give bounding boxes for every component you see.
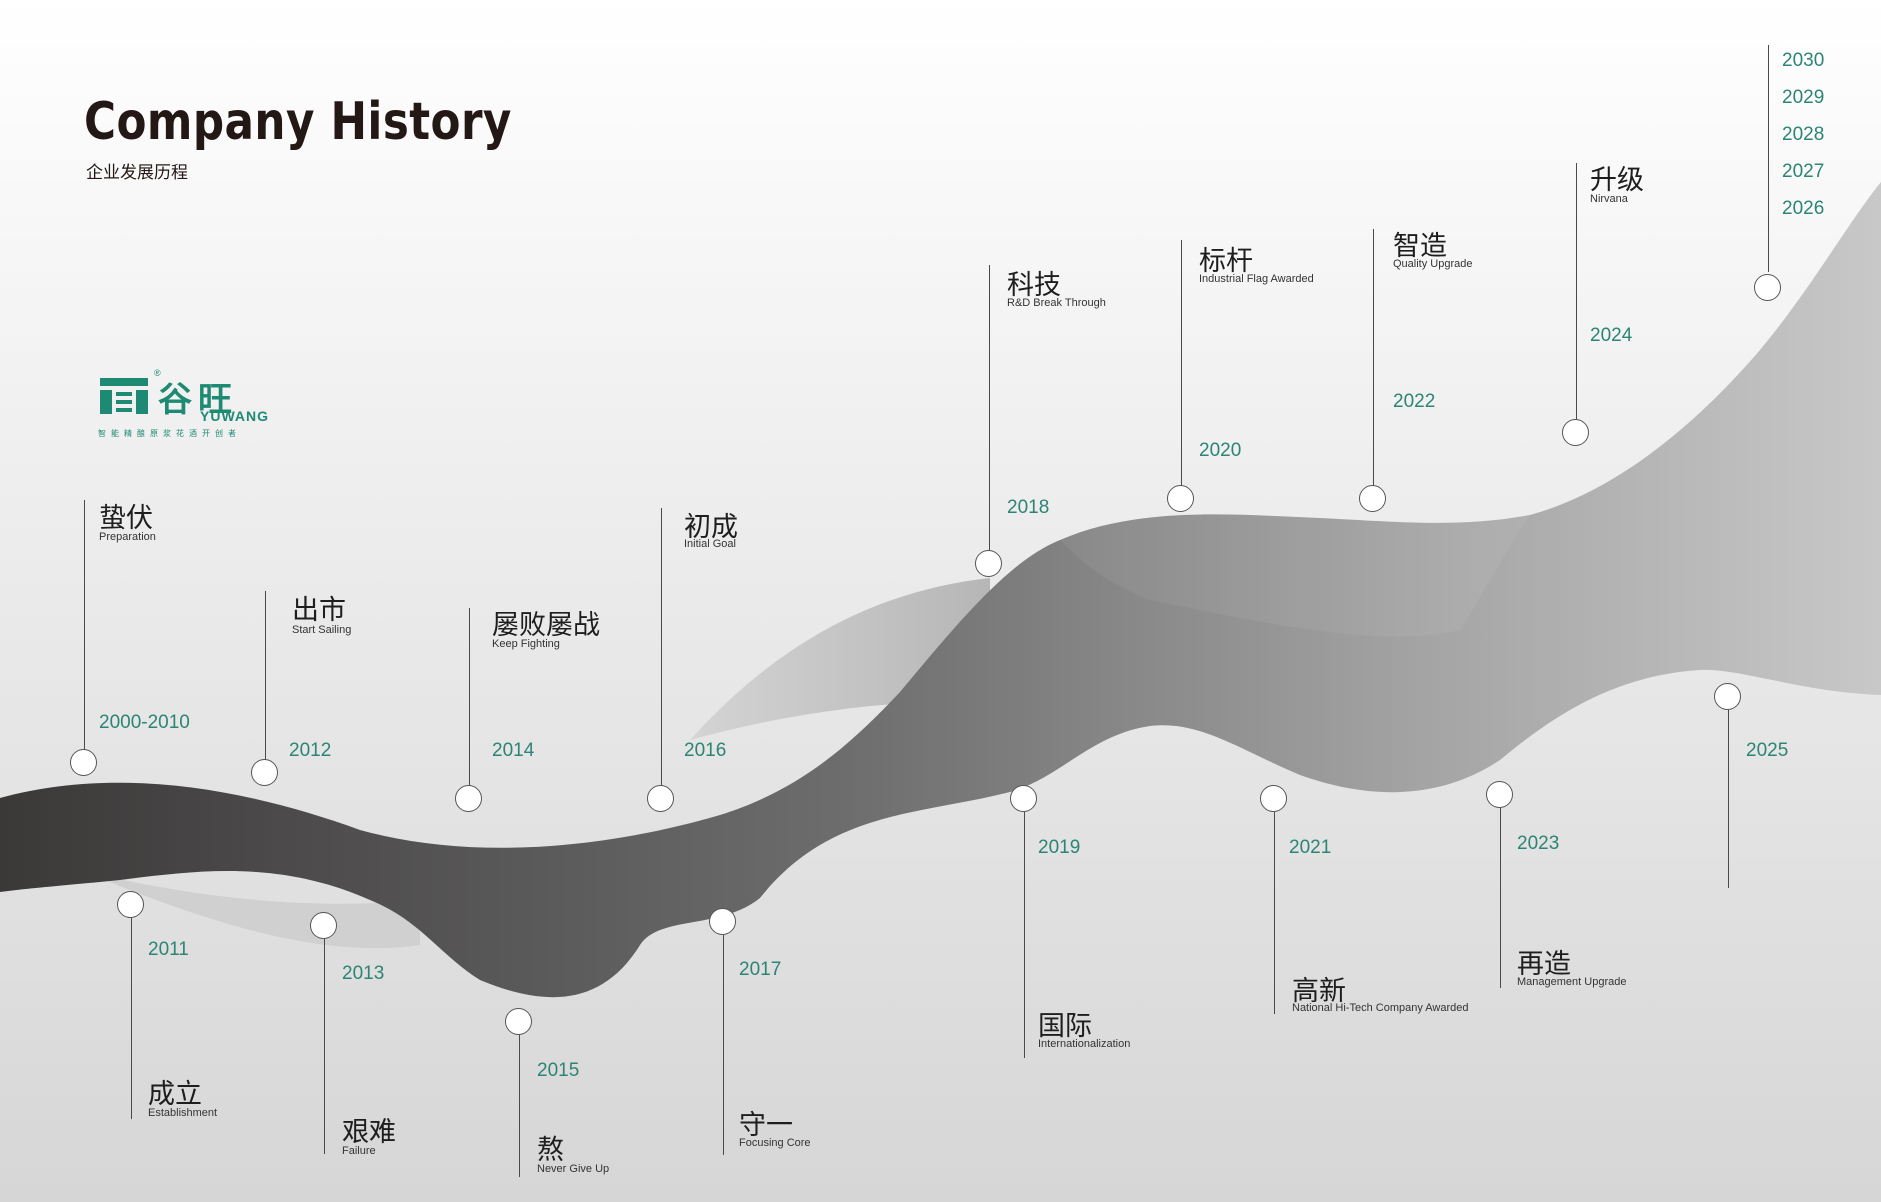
milestone-line — [84, 500, 85, 762]
milestone-line — [1373, 229, 1374, 498]
future-year-2027: 2027 — [1782, 161, 1825, 182]
milestone-title-en: Internationalization — [1038, 1038, 1131, 1050]
future-dot — [1754, 274, 1781, 301]
future-year-2029: 2029 — [1782, 87, 1825, 108]
logo-tagline: 智能精酿原浆花酒开创者 — [98, 429, 241, 438]
milestone-dot — [455, 785, 482, 812]
ribbon-highlight — [1060, 514, 1530, 637]
milestone-year: 2021 — [1289, 837, 1332, 858]
milestone-title-en: Keep Fighting — [492, 638, 560, 650]
milestone-line — [1274, 812, 1275, 1014]
milestone-title-cn: 艰难 — [342, 1117, 396, 1147]
milestone-title-en: Never Give Up — [537, 1163, 610, 1175]
milestone-title-cn: 出市 — [292, 595, 346, 625]
milestone-title-cn: 国际 — [1038, 1011, 1092, 1041]
future-year-2028: 2028 — [1782, 124, 1825, 145]
milestone-line — [1576, 163, 1577, 433]
milestone-dot — [1359, 485, 1386, 512]
milestone-title-cn: 智造 — [1393, 231, 1447, 261]
future-year-2030: 2030 — [1782, 50, 1825, 71]
milestone-dot — [1010, 785, 1037, 812]
milestone-line — [661, 508, 662, 799]
milestone-dot — [1260, 785, 1287, 812]
milestone-title-cn: 屡败屡战 — [492, 610, 600, 640]
milestone-title-cn: 高新 — [1292, 976, 1346, 1006]
milestone-year: 2016 — [684, 740, 727, 761]
milestone-year: 2000-2010 — [99, 712, 190, 733]
milestone-year: 2018 — [1007, 497, 1050, 518]
milestone-title-en: Focusing Core — [739, 1137, 811, 1149]
milestone-title-en: Failure — [342, 1145, 376, 1157]
logo-english-name: YUWANG — [200, 408, 269, 424]
milestone-year: 2022 — [1393, 391, 1436, 412]
logo-mark-icon — [100, 378, 148, 414]
milestone-title-en: Quality Upgrade — [1393, 258, 1473, 270]
milestone-year: 2020 — [1199, 440, 1242, 461]
milestone-line — [469, 608, 470, 799]
milestone-year: 2023 — [1517, 833, 1560, 854]
milestone-title-en: R&D Break Through — [1007, 297, 1106, 309]
milestone-dot — [1486, 781, 1513, 808]
milestone-year: 2025 — [1746, 740, 1789, 761]
milestone-year: 2015 — [537, 1060, 580, 1081]
milestone-year: 2012 — [289, 740, 332, 761]
milestone-line — [265, 591, 266, 772]
milestone-title-cn: 初成 — [684, 512, 738, 542]
milestone-title-en: National Hi-Tech Company Awarded — [1292, 1002, 1469, 1014]
milestone-line — [989, 265, 990, 563]
milestone-dot — [251, 759, 278, 786]
milestone-line — [324, 939, 325, 1154]
milestone-title-cn: 守一 — [739, 1110, 793, 1140]
milestone-dot — [117, 891, 144, 918]
future-year-2026: 2026 — [1782, 198, 1825, 219]
milestone-title-en: Nirvana — [1590, 193, 1628, 205]
milestone-dot — [1562, 419, 1589, 446]
milestone-dot — [647, 785, 674, 812]
logo-chinese-name: 谷旺 — [158, 381, 238, 419]
milestone-year: 2019 — [1038, 837, 1081, 858]
milestone-title-cn: 蛰伏 — [99, 503, 153, 533]
milestone-line — [1500, 808, 1501, 988]
milestone-title-en: Management Upgrade — [1517, 976, 1627, 988]
milestone-dot — [975, 550, 1002, 577]
milestone-year: 2011 — [148, 939, 189, 960]
milestone-title-en: Initial Goal — [684, 538, 736, 550]
milestone-title-en: Preparation — [99, 531, 156, 543]
logo-registered-mark: ® — [154, 368, 161, 378]
milestone-year: 2013 — [342, 963, 385, 984]
milestone-dot — [310, 912, 337, 939]
milestone-title-en: Establishment — [148, 1107, 218, 1119]
milestone-dot — [1714, 683, 1741, 710]
milestone-dot — [505, 1008, 532, 1035]
milestone-line — [1024, 812, 1025, 1058]
milestone-line — [1181, 240, 1182, 498]
milestone-year: 2024 — [1590, 325, 1633, 346]
future-line — [1768, 45, 1769, 272]
milestone-title-cn: 标杆 — [1199, 246, 1253, 276]
milestone-title-cn: 熬 — [537, 1135, 564, 1165]
company-logo: ® 谷旺 YUWANG 智能精酿原浆花酒开创者 — [96, 368, 269, 440]
milestone-year: 2017 — [739, 959, 782, 980]
milestone-dot — [70, 749, 97, 776]
milestone-title-cn: 升级 — [1590, 165, 1644, 195]
milestone-line — [1728, 710, 1729, 888]
milestone-dot — [1167, 485, 1194, 512]
milestone-title-cn: 再造 — [1517, 949, 1571, 979]
milestone-year: 2014 — [492, 740, 535, 761]
page-title: Company History — [84, 92, 512, 152]
milestone-line — [131, 918, 132, 1119]
page-subtitle: 企业发展历程 — [86, 163, 188, 182]
milestone-line — [519, 1035, 520, 1177]
milestone-title-cn: 成立 — [148, 1079, 202, 1109]
milestone-title-en: Start Sailing — [292, 624, 352, 636]
main-ribbon — [0, 182, 1881, 998]
milestone-line — [723, 935, 724, 1155]
milestone-title-cn: 科技 — [1007, 270, 1061, 300]
milestone-title-en: Industrial Flag Awarded — [1199, 273, 1314, 285]
milestone-dot — [709, 908, 736, 935]
